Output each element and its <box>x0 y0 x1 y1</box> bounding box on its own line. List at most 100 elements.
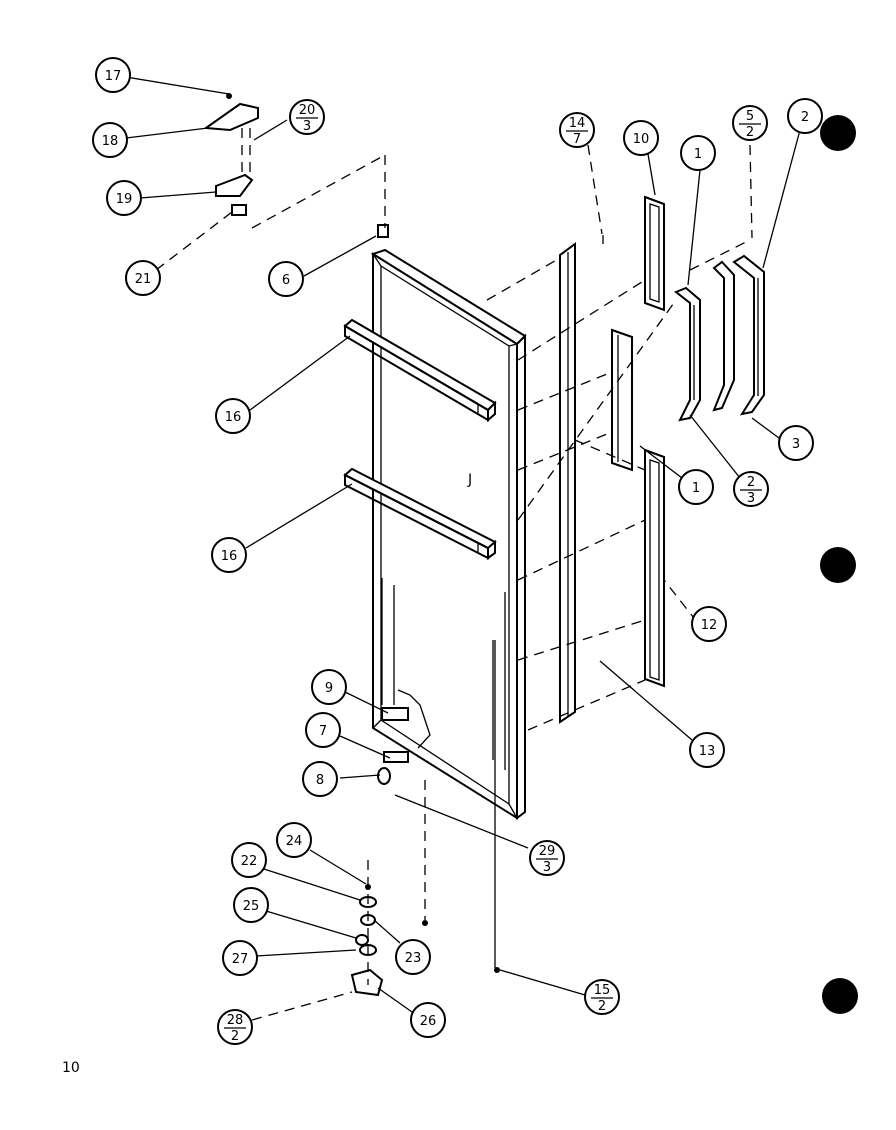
callout-number: 8 <box>316 773 324 788</box>
callout-number-bottom: 7 <box>573 132 581 147</box>
callout-number-top: 28 <box>227 1013 244 1028</box>
callout-circle <box>231 842 267 878</box>
callout-number: 10 <box>633 132 650 147</box>
callout-c9: 9 <box>311 669 347 705</box>
callout-circle <box>410 1002 446 1038</box>
callout-number-top: 20 <box>299 103 316 118</box>
callout-c6: 6 <box>268 261 304 297</box>
callout-number: 1 <box>692 481 700 496</box>
callout-number: 16 <box>221 549 238 564</box>
binder-hole-bottom <box>822 978 858 1014</box>
callout-number: 21 <box>135 272 152 287</box>
callout-number: 12 <box>701 618 718 633</box>
callout-number: 2 <box>801 110 809 125</box>
callout-circle <box>732 105 768 141</box>
callout-number-bottom: 3 <box>543 860 551 875</box>
callout-number-bottom: 3 <box>747 491 755 506</box>
callout-number: 6 <box>282 273 290 288</box>
callout-number: 7 <box>319 724 327 739</box>
callout-circle <box>217 1009 253 1045</box>
callout-c16a: 16 <box>215 398 251 434</box>
callout-circle <box>305 712 341 748</box>
callout-c24: 24 <box>276 822 312 858</box>
callout-circle <box>311 669 347 705</box>
door-bottom-parts <box>377 707 409 785</box>
callout-number: 25 <box>243 899 260 914</box>
callout-number: 24 <box>286 834 303 849</box>
side-panel-13 <box>559 242 576 724</box>
callout-c26: 26 <box>410 1002 446 1038</box>
lower-hinge-assembly <box>350 640 500 997</box>
callout-number-bottom: 2 <box>598 999 606 1014</box>
shelf-bar-lower <box>343 467 497 560</box>
callout-c18: 18 <box>92 122 128 158</box>
callout-number-bottom: 2 <box>231 1029 239 1044</box>
callout-number: 17 <box>105 69 122 84</box>
callout-circle <box>778 425 814 461</box>
callout-c15: 152 <box>584 979 620 1015</box>
callout-circle <box>680 135 716 171</box>
door-panel: J <box>370 248 527 820</box>
callout-c23: 23 <box>395 939 431 975</box>
callout-number-bottom: 2 <box>746 125 754 140</box>
callout-circle <box>678 469 714 505</box>
callout-c13: 13 <box>689 732 725 768</box>
callout-circle <box>302 761 338 797</box>
callout-c1a: 1 <box>680 135 716 171</box>
callout-circle <box>689 732 725 768</box>
callout-number: 3 <box>792 437 800 452</box>
callout-c7: 7 <box>305 712 341 748</box>
callout-number: 23 <box>405 951 422 966</box>
callout-number: 18 <box>102 134 119 149</box>
callout-circle <box>733 471 769 507</box>
callout-circle <box>289 99 325 135</box>
callout-number: 22 <box>241 854 258 869</box>
callout-number-top: 15 <box>594 983 611 998</box>
strip-1-lower <box>611 328 633 472</box>
callout-circle <box>233 887 269 923</box>
callout-c25: 25 <box>233 887 269 923</box>
callout-number: 27 <box>232 952 249 967</box>
callout-circle <box>529 840 565 876</box>
callout-c27: 27 <box>222 940 258 976</box>
binder-hole-top <box>820 115 856 151</box>
strip-12 <box>644 448 665 688</box>
callout-number-top: 5 <box>746 109 754 124</box>
callout-c3a: 3 <box>778 425 814 461</box>
callout-number-top: 29 <box>539 844 556 859</box>
callout-c21: 21 <box>125 260 161 296</box>
callout-circle <box>222 940 258 976</box>
callout-number: 26 <box>420 1014 437 1029</box>
callout-c8: 8 <box>302 761 338 797</box>
callout-circle <box>211 537 247 573</box>
callout-c5: 52 <box>732 105 768 141</box>
callout-circle <box>95 57 131 93</box>
callout-c20: 203 <box>289 99 325 135</box>
callout-c17: 17 <box>95 57 131 93</box>
callout-c2a: 2 <box>787 98 823 134</box>
binder-hole-middle <box>820 547 856 583</box>
callout-circle <box>215 398 251 434</box>
leader-lines <box>125 76 801 1021</box>
binder-holes <box>820 115 858 1014</box>
callout-number: 13 <box>699 744 716 759</box>
callout-circle <box>92 122 128 158</box>
callout-c19: 19 <box>106 180 142 216</box>
callout-circle <box>787 98 823 134</box>
callout-number: 19 <box>116 192 133 207</box>
page-number: 10 <box>62 1060 80 1076</box>
callout-c2b: 23 <box>733 471 769 507</box>
callout-circle <box>691 606 727 642</box>
callout-circle <box>276 822 312 858</box>
callout-circle <box>584 979 620 1015</box>
callout-number-top: 14 <box>569 116 586 131</box>
callout-c1b: 1 <box>678 469 714 505</box>
callout-c12: 12 <box>691 606 727 642</box>
callout-number: 9 <box>325 681 333 696</box>
callout-c22: 22 <box>231 842 267 878</box>
callout-circle <box>559 112 595 148</box>
top-hinge-assembly <box>203 93 389 238</box>
callout-c10: 10 <box>623 120 659 156</box>
